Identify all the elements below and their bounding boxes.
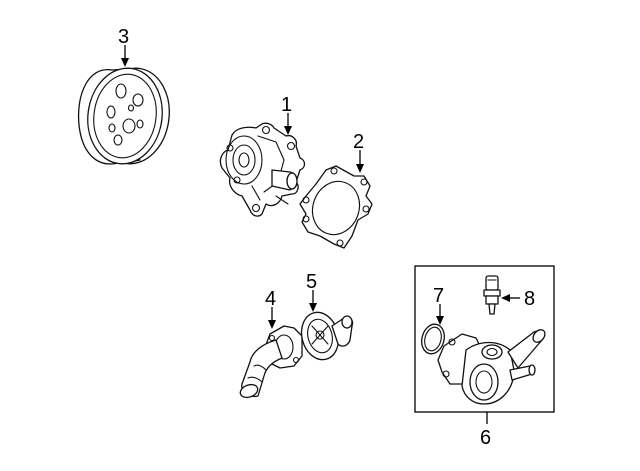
callout-6: 6 bbox=[480, 427, 491, 449]
water-pump-icon[interactable] bbox=[219, 122, 306, 217]
callout-5: 5 bbox=[306, 271, 317, 293]
assembly-frame bbox=[414, 265, 555, 413]
callout-4: 4 bbox=[265, 288, 276, 310]
temperature-sensor-icon[interactable] bbox=[483, 275, 501, 315]
callout-3: 3 bbox=[118, 26, 129, 48]
o-ring-icon[interactable] bbox=[418, 322, 447, 357]
coolant-outlet-icon[interactable] bbox=[238, 325, 303, 400]
thermostat-housing-icon[interactable] bbox=[437, 327, 547, 405]
callout-1: 1 bbox=[281, 94, 292, 116]
callout-8: 8 bbox=[524, 288, 535, 310]
pulley-icon[interactable] bbox=[77, 63, 176, 168]
gasket-icon[interactable] bbox=[299, 165, 373, 249]
callout-7: 7 bbox=[433, 285, 444, 307]
callout-2: 2 bbox=[353, 131, 364, 153]
thermostat-icon[interactable] bbox=[296, 308, 354, 364]
leader-lines bbox=[121, 45, 520, 424]
